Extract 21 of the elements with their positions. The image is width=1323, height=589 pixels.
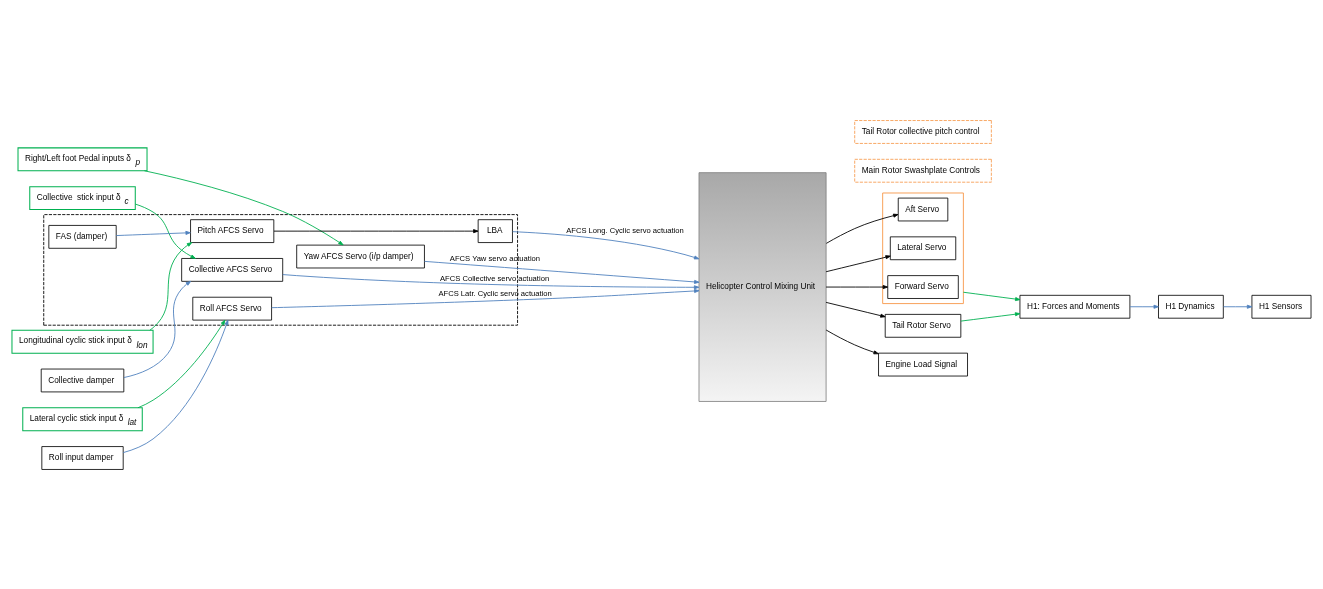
arrow: [137, 319, 226, 408]
arrow: [1223, 304, 1253, 309]
arrow: [282, 273, 700, 289]
arrow: [1129, 304, 1159, 309]
arrow: [424, 260, 700, 284]
arrow: [825, 254, 891, 272]
arrow: [825, 213, 899, 244]
arrow: [123, 280, 191, 378]
arrow: [115, 230, 191, 236]
arrow: [134, 203, 196, 259]
arrow: [273, 228, 479, 233]
arrow: [962, 291, 1021, 301]
arrow: [960, 311, 1021, 322]
arrow: [143, 169, 344, 245]
arrow: [825, 329, 879, 354]
arrow: [512, 230, 700, 259]
arrow: [825, 301, 886, 318]
arrow: [122, 319, 229, 453]
arrow: [271, 288, 700, 308]
arrow: [149, 241, 193, 331]
arrow: [825, 284, 889, 289]
